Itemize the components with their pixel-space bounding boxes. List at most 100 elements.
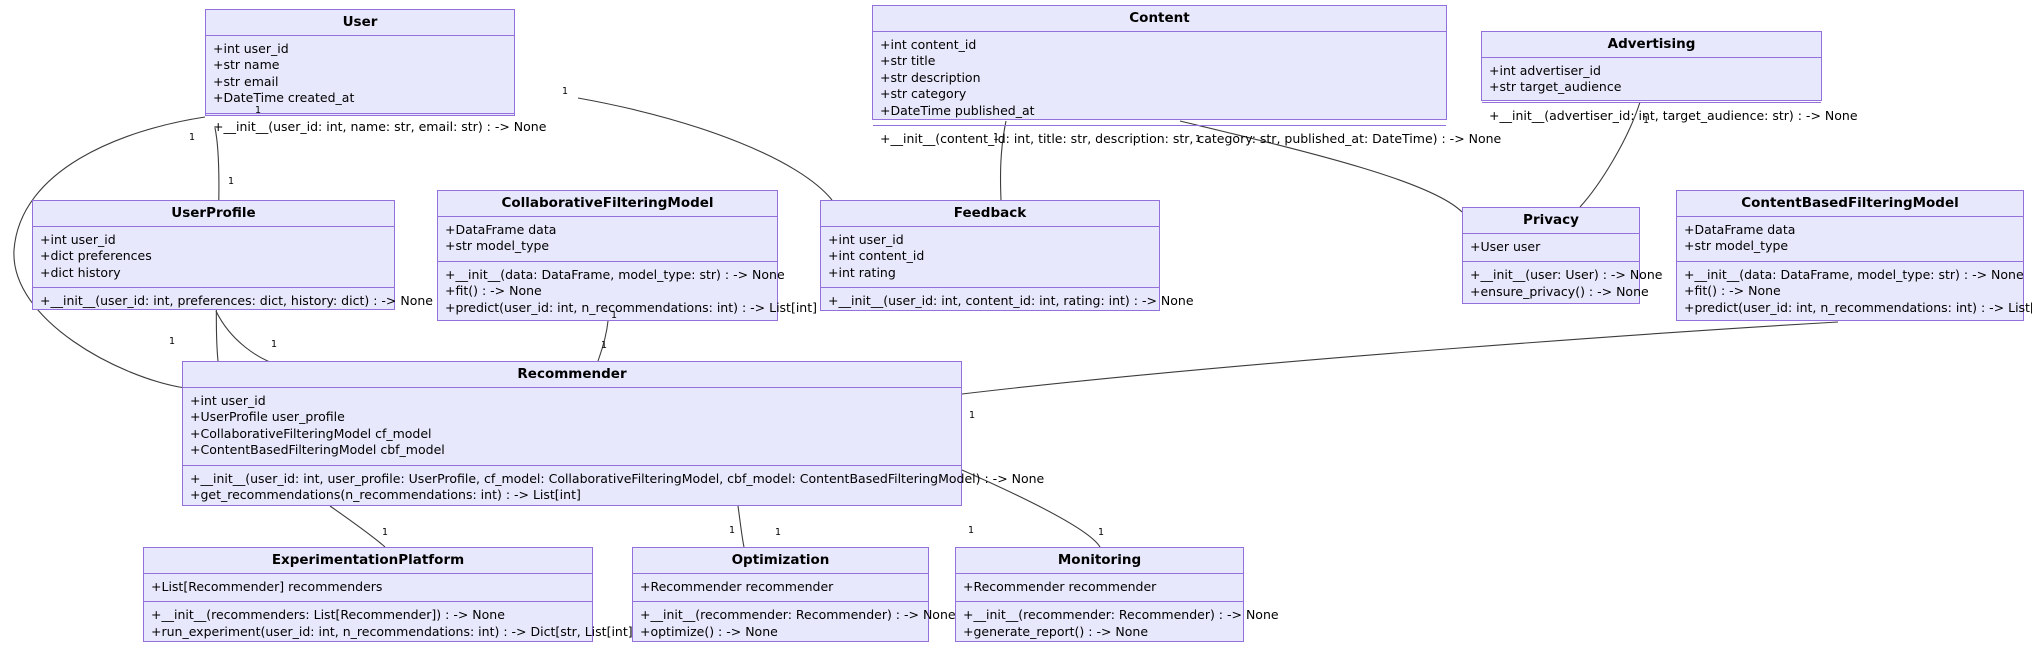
multiplicity-label: 1 [562, 86, 569, 97]
class-methods-cfmodel: +__init__(data: DataFrame, model_type: s… [438, 262, 818, 323]
attribute-row: +int content_id [880, 36, 977, 52]
attribute-row: +int user_id [190, 392, 266, 408]
method-row: +__init__(recommenders: List[Recommender… [151, 607, 505, 623]
attribute-row: +int user_id [213, 40, 289, 56]
method-row: +predict(user_id: int, n_recommendations… [1684, 299, 2032, 315]
class-attributes-user: +int user_id+str name+str email+DateTime… [206, 36, 514, 114]
class-box-content[interactable]: Content+int content_id+str title+str des… [872, 5, 1501, 146]
class-attributes-cbfmodel: +DataFrame data+str model_type [1677, 217, 2023, 262]
class-attributes-optimization: +Recommender recommender [633, 574, 928, 603]
class-box-feedback[interactable]: Feedback+int user_id+int content_id+int … [820, 200, 1194, 311]
method-row: +get_recommendations(n_recommendations: … [190, 487, 581, 503]
method-row: +run_experiment(user_id: int, n_recommen… [151, 623, 638, 639]
attribute-row: +dict history [40, 264, 121, 280]
multiplicity-label: 1 [255, 105, 262, 116]
class-title-cfmodel: CollaborativeFilteringModel [438, 191, 777, 217]
class-attributes-monitoring: +Recommender recommender [956, 574, 1243, 603]
class-methods-experimentation: +__init__(recommenders: List[Recommender… [144, 602, 638, 646]
class-attributes-feedback: +int user_id+int content_id+int rating [821, 227, 1159, 289]
attribute-row: +str model_type [445, 238, 550, 254]
multiplicity-label: 1 [1098, 527, 1105, 538]
class-title-cbfmodel: ContentBasedFilteringModel [1677, 191, 2023, 217]
class-methods-recommender: +__init__(user_id: int, user_profile: Us… [183, 466, 1044, 510]
attribute-row: +User user [1470, 238, 1541, 254]
method-row: +__init__(data: DataFrame, model_type: s… [445, 266, 785, 282]
multiplicity-label: 1 [271, 339, 278, 350]
attribute-row: +str description [880, 69, 981, 85]
attribute-row: +DataFrame data [1684, 221, 1796, 237]
class-methods-cbfmodel: +__init__(data: DataFrame, model_type: s… [1677, 262, 2032, 323]
class-title-optimization: Optimization [633, 548, 928, 574]
class-attributes-privacy: +User user [1463, 234, 1639, 263]
class-title-user: User [206, 10, 514, 36]
attribute-row: +UserProfile user_profile [190, 409, 345, 425]
class-box-privacy[interactable]: Privacy +User user +__init__(user: User) :… [1462, 207, 1663, 304]
method-row: +fit() : -> None [445, 283, 542, 299]
attribute-row: +int user_id [40, 231, 116, 247]
class-box-userprofile[interactable]: UserProfile +int user_id+dict preferences… [32, 200, 433, 310]
class-title-advertising: Advertising [1482, 32, 1821, 58]
multiplicity-label: 1 [228, 176, 235, 187]
multiplicity-label: 1 [729, 525, 736, 536]
edge-user-feedback [577, 97, 833, 201]
multiplicity-label: 1 [968, 525, 975, 536]
class-methods-user: +__init__(user_id: int, name: str, email… [206, 114, 546, 142]
attribute-row: +List[Recommender] recommenders [151, 578, 383, 594]
class-box-user[interactable]: User+int user_id+str name+str email+Date… [205, 9, 546, 134]
class-title-recommender: Recommender [183, 362, 961, 388]
class-box-experimentation[interactable]: ExperimentationPlatform +List[Recommender… [143, 547, 638, 642]
attribute-row: +int rating [828, 264, 896, 280]
class-box-cfmodel[interactable]: CollaborativeFilteringModel +DataFrame da… [437, 190, 818, 323]
class-attributes-recommender: +int user_id+UserProfile user_profile+Co… [183, 388, 961, 466]
attribute-row: +DataFrame data [445, 221, 557, 237]
attribute-row: +int user_id [828, 231, 904, 247]
method-row: +__init__(user: User) : -> None [1470, 267, 1663, 283]
class-methods-monitoring: +__init__(recommender: Recommender) : ->… [956, 602, 1279, 646]
class-box-cbfmodel[interactable]: ContentBasedFilteringModel+DataFrame dat… [1676, 190, 2032, 323]
edge-recommender-optimization [737, 505, 745, 548]
method-row: +__init__(recommender: Recommender) : ->… [963, 607, 1279, 623]
attribute-row: +str name [213, 57, 280, 73]
attribute-row: +str model_type [1684, 238, 1789, 254]
attribute-row: +DateTime published_at [880, 102, 1035, 118]
edge-recommender-experimentation [329, 505, 386, 548]
method-row: +fit() : -> None [1684, 283, 1781, 299]
attribute-row: +Recommender recommender [640, 578, 834, 594]
multiplicity-label: 1 [189, 132, 196, 143]
multiplicity-label: 1 [611, 310, 618, 321]
class-methods-feedback: +__init__(user_id: int, content_id: int,… [821, 288, 1194, 316]
attribute-row: +int advertiser_id [1489, 62, 1601, 78]
class-attributes-advertising: +int advertiser_id+str target_audience [1482, 58, 1821, 103]
method-row: +__init__(content_id: int, title: str, d… [880, 131, 1502, 147]
class-title-feedback: Feedback [821, 201, 1159, 227]
class-title-privacy: Privacy [1463, 208, 1639, 234]
multiplicity-label: 1 [382, 527, 389, 538]
class-attributes-content: +int content_id+str title+str descriptio… [873, 32, 1446, 127]
method-row: +__init__(recommender: Recommender) : ->… [640, 607, 956, 623]
class-methods-content: +__init__(content_id: int, title: str, d… [873, 126, 1502, 154]
multiplicity-label: 1 [775, 527, 782, 538]
class-title-experimentation: ExperimentationPlatform [144, 548, 592, 574]
attribute-row: +str email [213, 73, 279, 89]
class-box-recommender[interactable]: Recommender+int user_id+UserProfile user… [182, 361, 1044, 506]
multiplicity-label: 1 [169, 336, 176, 347]
class-title-monitoring: Monitoring [956, 548, 1243, 574]
class-methods-userprofile: +__init__(user_id: int, preferences: dic… [33, 288, 433, 316]
class-title-content: Content [873, 6, 1446, 32]
class-title-userprofile: UserProfile [33, 201, 394, 227]
class-box-optimization[interactable]: Optimization +Recommender recommender +__i… [632, 547, 956, 642]
class-box-monitoring[interactable]: Monitoring+Recommender recommender +__ini… [955, 547, 1279, 642]
multiplicity-label: 1 [1195, 134, 1202, 145]
attribute-row: +dict preferences [40, 248, 152, 264]
class-methods-optimization: +__init__(recommender: Recommender) : ->… [633, 602, 956, 646]
method-row: +predict(user_id: int, n_recommendations… [445, 299, 818, 315]
attribute-row: +CollaborativeFilteringModel cf_model [190, 425, 432, 441]
class-attributes-experimentation: +List[Recommender] recommenders [144, 574, 592, 603]
attribute-row: +str category [880, 86, 967, 102]
class-methods-advertising: +__init__(advertiser_id: int, target_aud… [1482, 103, 1858, 131]
class-box-advertising[interactable]: Advertising+int advertiser_id+str target… [1481, 31, 1858, 123]
multiplicity-label: 1 [601, 340, 608, 351]
method-row: +__init__(data: DataFrame, model_type: s… [1684, 266, 2024, 282]
attribute-row: +str target_audience [1489, 79, 1622, 95]
